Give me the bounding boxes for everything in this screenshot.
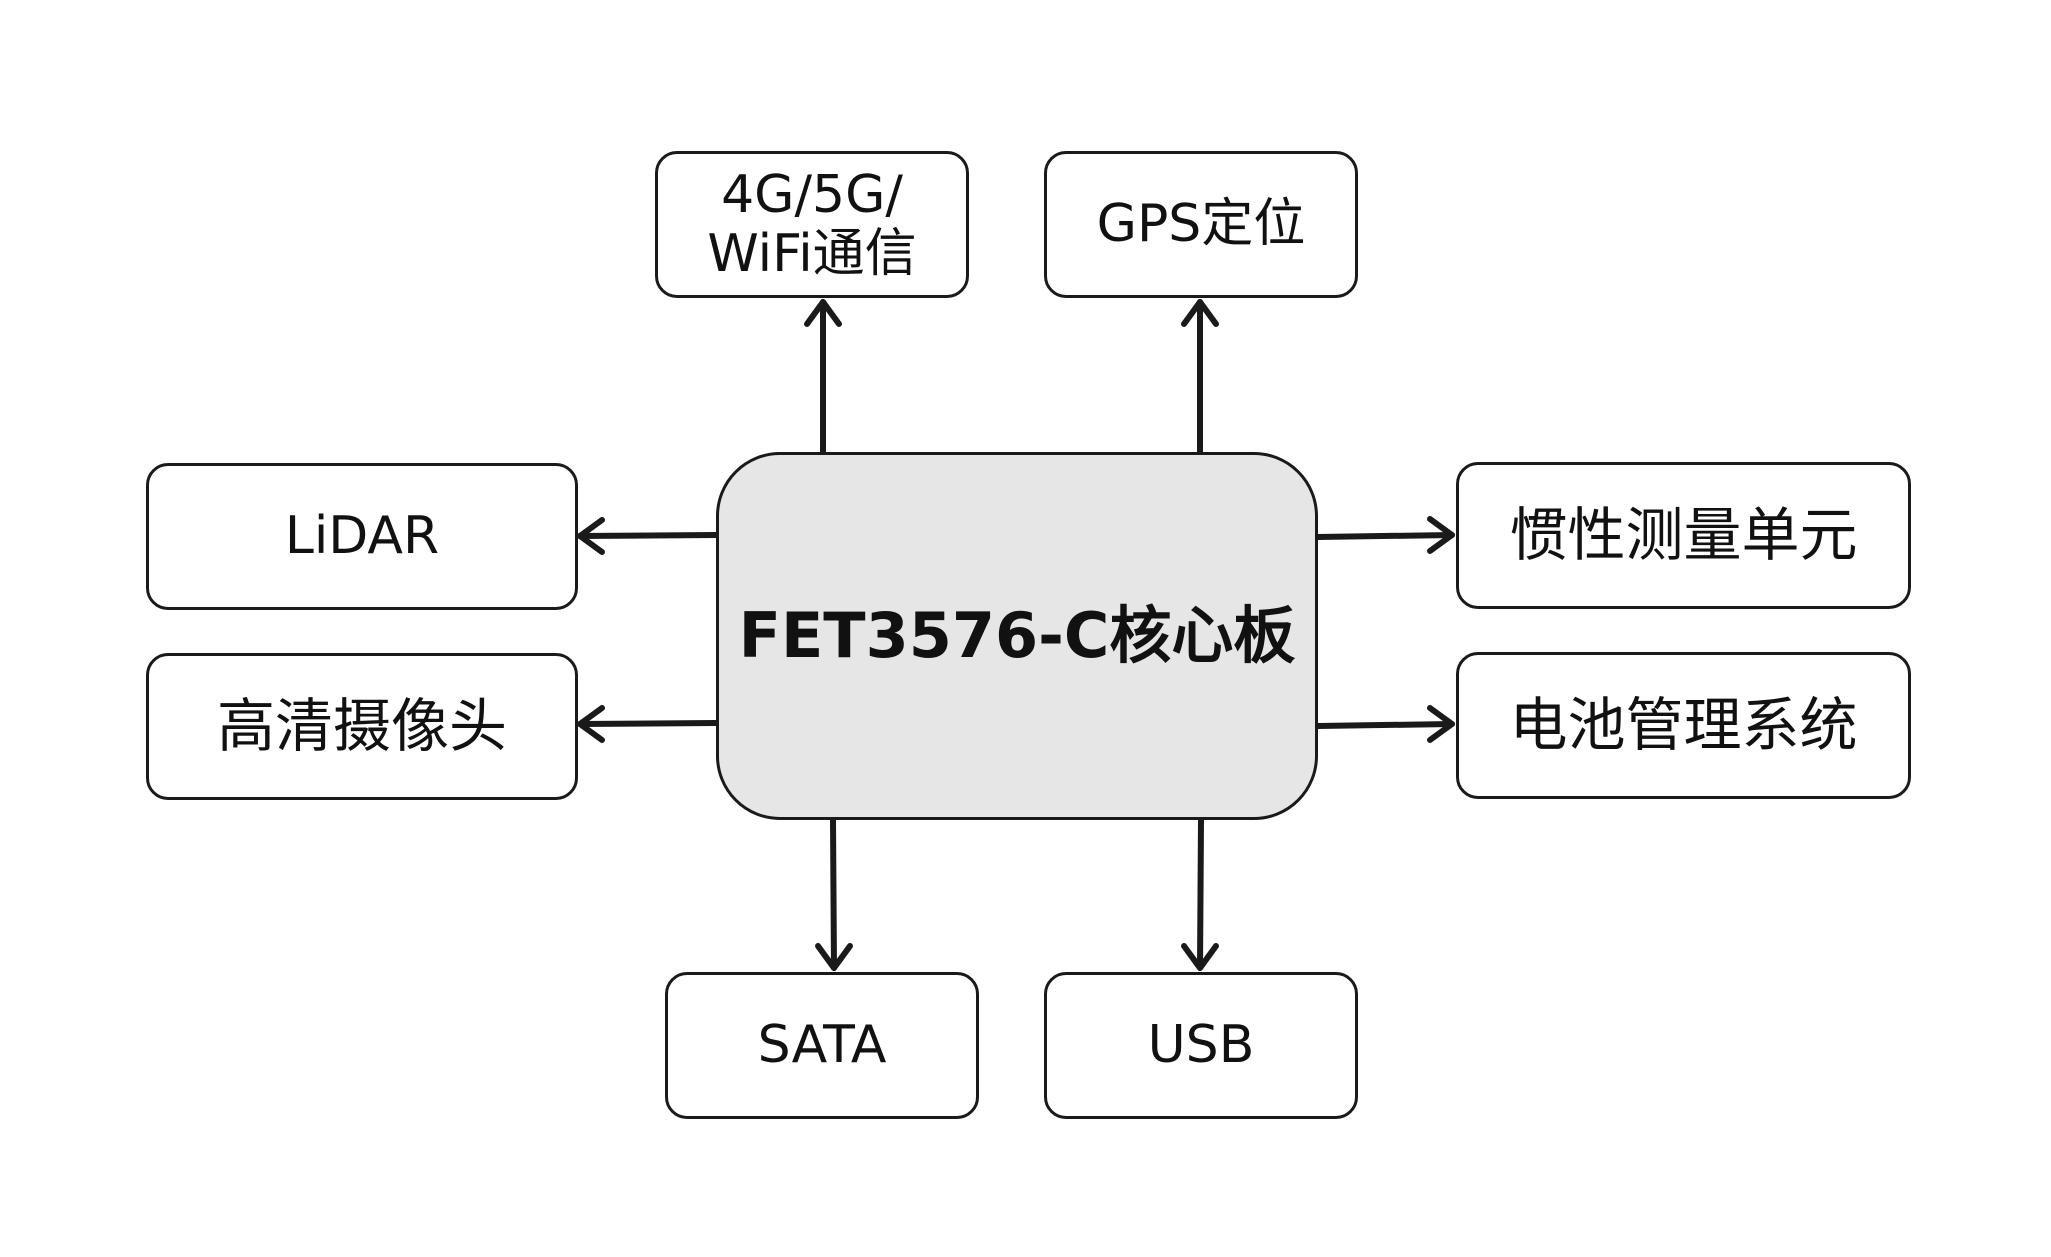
lidar-node: LiDAR xyxy=(146,463,578,610)
core-board-label: FET3576-C核心板 xyxy=(738,599,1296,673)
arrow-core-to-gps xyxy=(1181,299,1219,455)
gps-node: GPS定位 xyxy=(1044,151,1358,298)
bms-node: 电池管理系统 xyxy=(1456,652,1911,799)
camera-node: 高清摄像头 xyxy=(146,653,578,800)
comm-node: 4G/5G/ WiFi通信 xyxy=(655,151,969,298)
lidar-label: LiDAR xyxy=(284,506,440,567)
imu-node: 惯性测量单元 xyxy=(1456,462,1911,609)
sata-label: SATA xyxy=(757,1015,887,1076)
imu-label: 惯性测量单元 xyxy=(1509,501,1858,570)
arrow-core-to-usb xyxy=(1181,817,1219,971)
arrow-core-to-camera xyxy=(577,705,719,743)
arrow-core-to-comm xyxy=(804,299,842,455)
comm-label-line1: 4G/5G/ xyxy=(721,165,903,226)
arrow-core-to-lidar xyxy=(577,517,719,555)
core-board-node: FET3576-C核心板 xyxy=(716,452,1318,820)
arrow-core-to-imu xyxy=(1315,516,1455,554)
comm-label-line2: WiFi通信 xyxy=(707,223,917,284)
camera-label: 高清摄像头 xyxy=(216,692,507,761)
sata-node: SATA xyxy=(665,972,979,1119)
usb-label: USB xyxy=(1147,1015,1255,1076)
usb-node: USB xyxy=(1044,972,1358,1119)
bms-label: 电池管理系统 xyxy=(1509,691,1858,760)
arrow-core-to-sata xyxy=(815,817,853,971)
arrow-core-to-bms xyxy=(1315,705,1455,743)
gps-label: GPS定位 xyxy=(1096,194,1306,255)
